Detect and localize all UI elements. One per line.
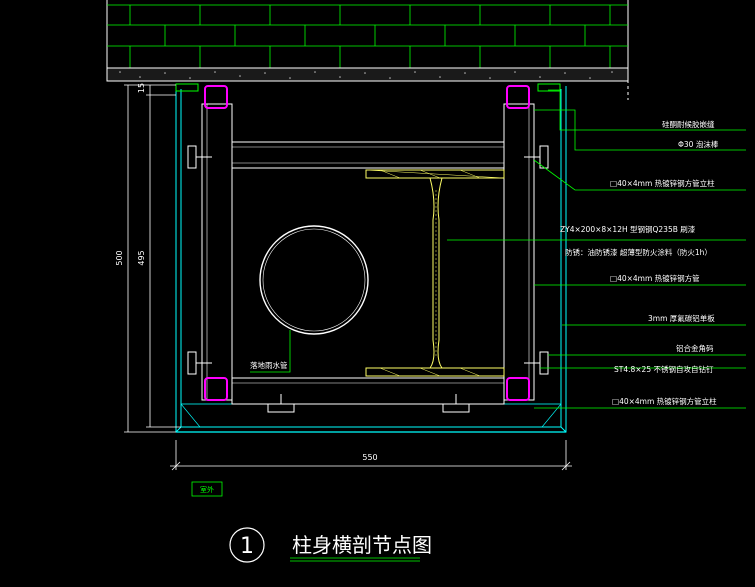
callout-square-tube-post-1: □40×4mm 热镀锌钢方管立柱 (610, 178, 715, 188)
callout-angle-bracket: 铝合金角码 (676, 343, 714, 353)
callout-aluminum-panel: 3mm 厚氟碳铝单板 (648, 313, 715, 323)
callout-h-steel: ZY4×200×8×12H 型钢钢Q235B 刷漆 (560, 224, 696, 234)
tag-outdoor: 室外 (200, 485, 214, 494)
callout-foam-rod: Φ30 泡沫棒 (678, 139, 719, 149)
aluminum-panel-cladding (175, 86, 567, 433)
title-number: 1 (240, 534, 254, 559)
leader-lines (250, 89, 746, 409)
callout-square-tube: □40×4mm 热镀锌钢方管 (610, 273, 700, 283)
callout-screw: ST4.8×25 不锈钢自攻自钻钉 (614, 364, 714, 374)
corner-square-tubes (204, 85, 530, 401)
drawing-title: 柱身横剖节点图 (292, 533, 432, 557)
steel-frame (201, 103, 535, 405)
callout-square-tube-post-2: □40×4mm 热镀锌钢方管立柱 (612, 396, 717, 406)
tag-box (191, 481, 223, 497)
title-number-circle (229, 527, 265, 563)
h-steel-beam (365, 169, 505, 377)
aluminum-angle-brackets (175, 83, 561, 413)
rainwater-pipe (259, 225, 369, 335)
callout-sealant: 硅酮耐候胶嵌缝 (662, 119, 715, 129)
inner-label-rain-pipe: 落地雨水管 (250, 360, 288, 370)
dim-left-outer: 500 (115, 250, 124, 265)
dimension-lines (124, 84, 572, 471)
dim-left-inner: 495 (137, 250, 146, 265)
callout-fireproof: 防锈：油防锈漆 超薄型防火涂料（防火1h） (565, 247, 712, 257)
dim-bottom: 550 (362, 453, 377, 462)
brick-wall (106, 0, 629, 100)
dim-top-small: 15 (137, 83, 146, 93)
